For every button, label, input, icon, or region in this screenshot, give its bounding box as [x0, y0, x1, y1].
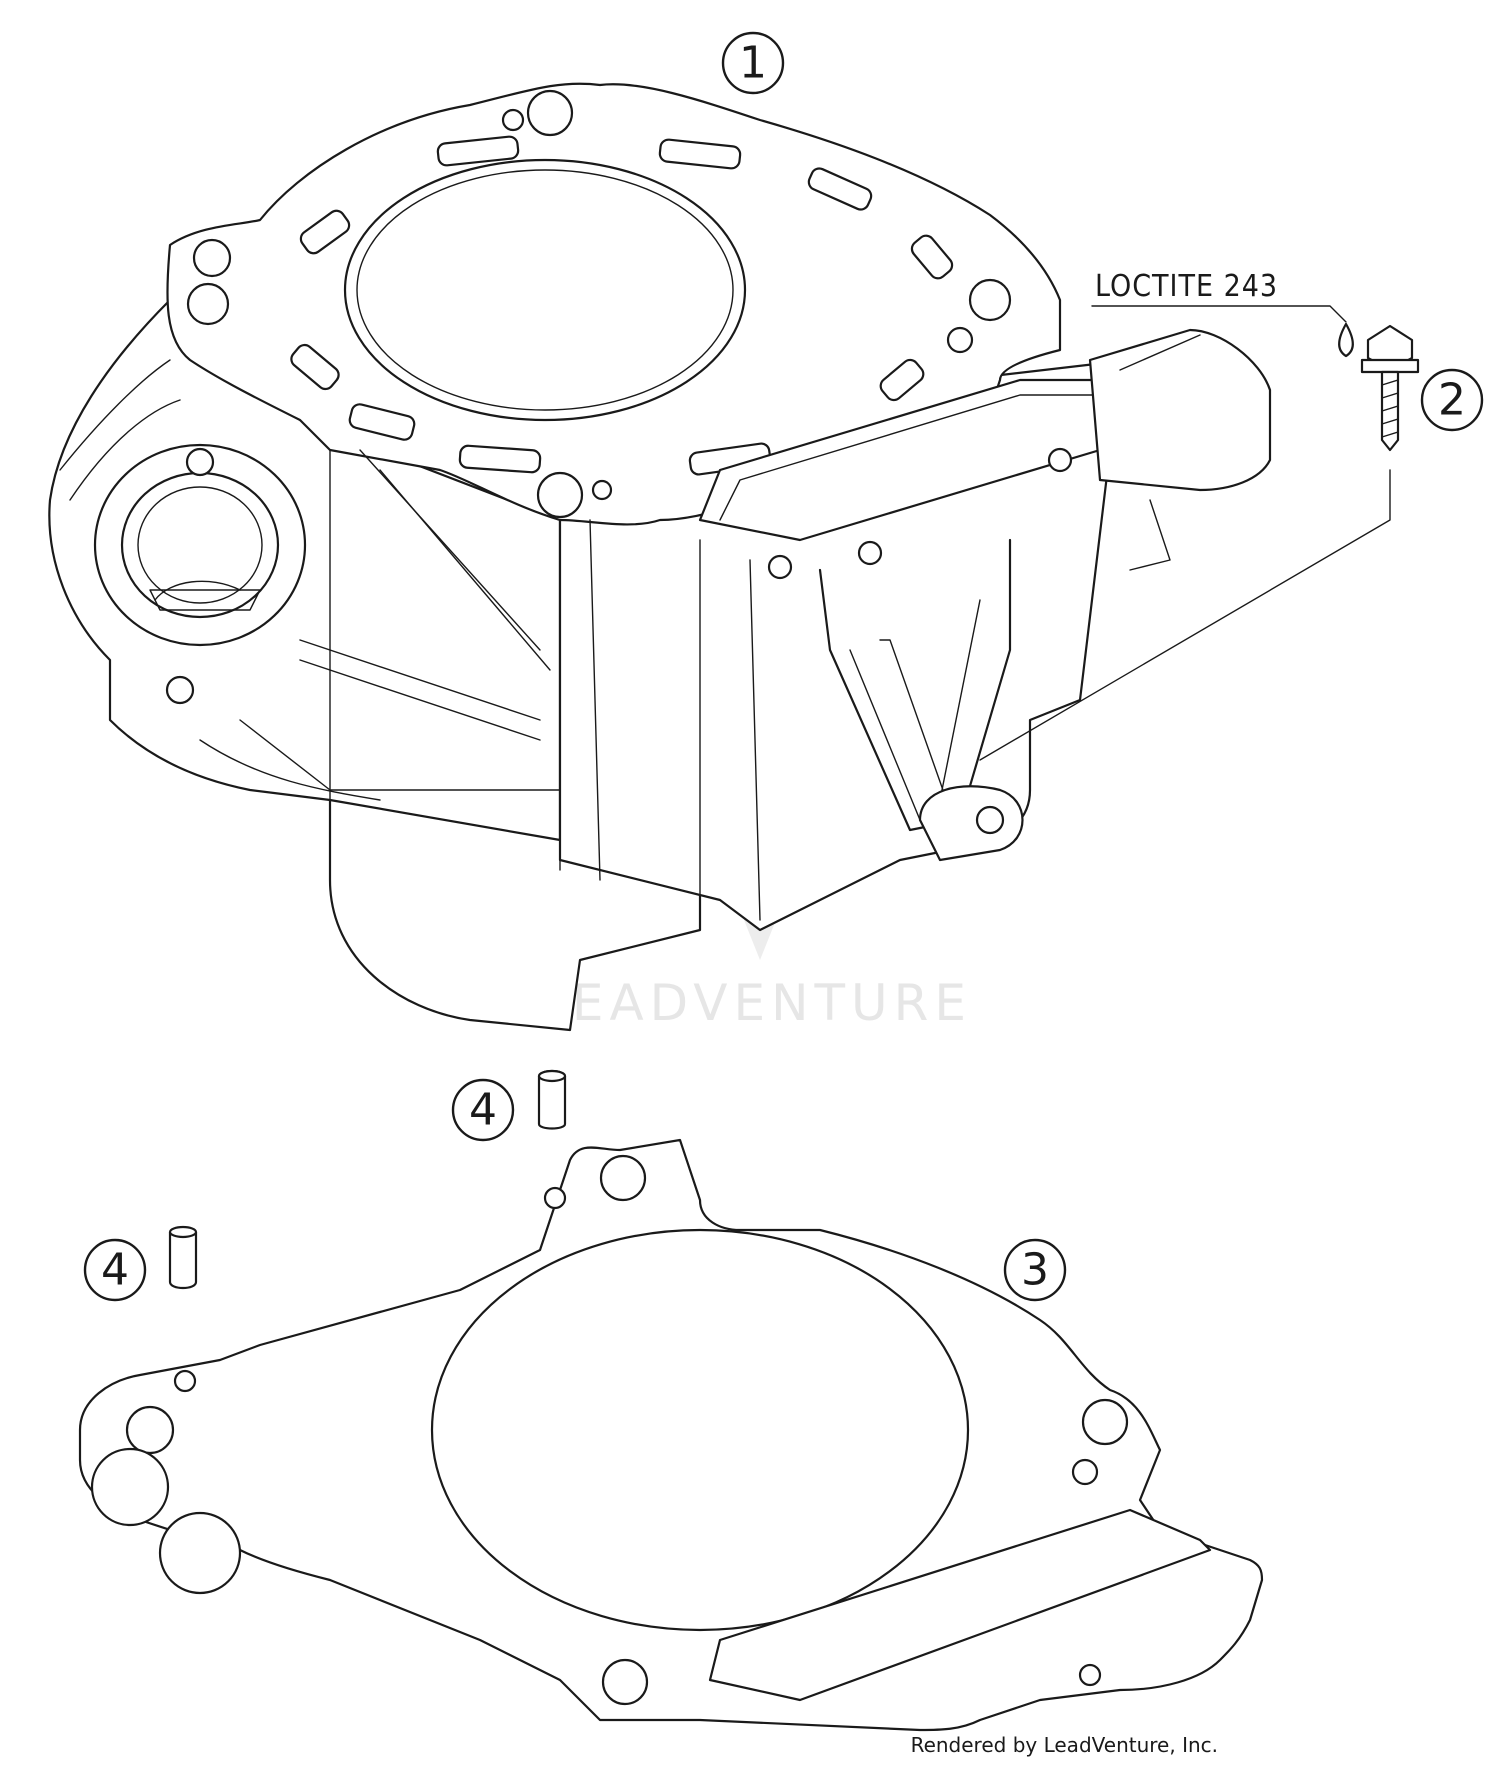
callout-3: 3: [1003, 1238, 1067, 1302]
loctite-note: LOCTITE 243: [1095, 269, 1278, 304]
callout-2-label: 2: [1438, 375, 1466, 426]
dowel-pin-upper: [537, 1069, 567, 1130]
callout-3-label: 3: [1021, 1245, 1049, 1296]
credit-text: Rendered by LeadVenture, Inc.: [911, 1733, 1218, 1757]
callout-4-lower: 4: [83, 1238, 147, 1302]
callout-1-label: 1: [739, 38, 767, 89]
cylinder-part: [48, 82, 1391, 1032]
callout-1: 1: [721, 31, 785, 95]
callout-4-upper: 4: [451, 1078, 515, 1142]
callout-2: 2: [1420, 368, 1484, 432]
bolt-part: [1091, 305, 1420, 452]
callout-4-lower-label: 4: [101, 1245, 129, 1296]
gasket-part: [78, 1138, 1264, 1732]
callout-4-upper-label: 4: [469, 1085, 497, 1136]
dowel-pin-lower: [168, 1225, 198, 1290]
watermark-text: LEADVENTURE: [538, 974, 972, 1032]
